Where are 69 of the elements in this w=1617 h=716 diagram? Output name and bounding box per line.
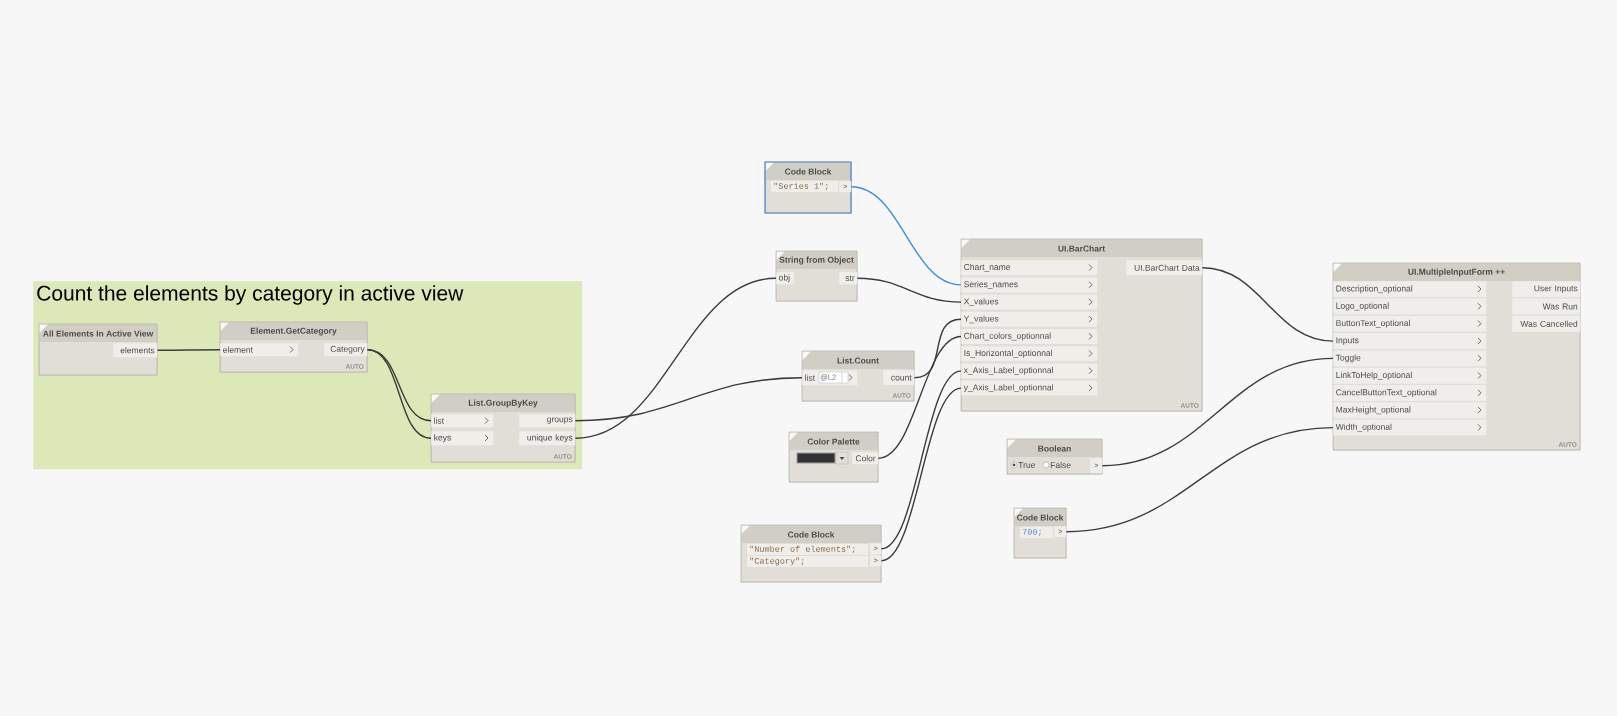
node-label: User Inputs [1534, 285, 1578, 294]
node-title: Boolean [1038, 445, 1071, 452]
wire [574, 377, 803, 422]
wire [880, 370, 962, 550]
input-port: list [431, 414, 494, 428]
wire [880, 387, 962, 562]
input-port: Chart_name [961, 260, 1098, 276]
node-title: Code Block [1017, 514, 1064, 521]
node-title: Color Palette [807, 438, 860, 445]
node-label: Logo_optional [1336, 302, 1389, 311]
input-port: Series_names [961, 277, 1098, 293]
input-port: Is_Horizontal_optionnal [961, 346, 1098, 362]
node-label: Description_optional [1336, 285, 1413, 294]
output-port: UI.BarChart Data [1126, 260, 1203, 276]
output-port: User Inputs [1512, 281, 1581, 298]
output-port: elements [113, 343, 158, 358]
output-port: count [883, 370, 915, 386]
input-port: CancelButtonText_optional [1333, 385, 1487, 401]
wire [366, 349, 432, 439]
node-label: Was Run [1542, 303, 1578, 310]
output-port: unique keys [519, 431, 576, 446]
node-label: Chart_colors_optionnal [964, 332, 1051, 341]
input-port: Chart_colors_optionnal [961, 329, 1098, 344]
radio-label: True [1018, 462, 1035, 468]
node-label: Y_values [963, 315, 999, 324]
wire [856, 277, 962, 303]
node-title: UI.MultipleInputForm ++ [1408, 268, 1505, 277]
input-port: obj [776, 272, 795, 285]
node-title: All Elements In Active View [43, 330, 154, 337]
radio-label: False [1050, 461, 1071, 469]
wire [913, 318, 962, 379]
node-title: Code Block [788, 531, 835, 538]
node-label: y_Axis_Label_optionnal [963, 384, 1053, 393]
node-label: LinkToHelp_optional [1336, 371, 1412, 380]
node-title: Code Block [785, 168, 832, 175]
node-label: MaxHeight_optional [1336, 406, 1411, 415]
input-port: Inputs [1333, 333, 1487, 350]
input-port: Toggle [1333, 350, 1487, 367]
wire [574, 277, 777, 439]
node-title: UI.BarChart [1058, 245, 1105, 252]
wire [850, 186, 962, 286]
input-port: MaxHeight_optional [1333, 402, 1487, 419]
node-title: List.GroupByKey [468, 399, 538, 408]
node-label: Was Cancelled [1520, 320, 1578, 327]
input-port: keys [431, 431, 494, 446]
output-port: groups [519, 414, 576, 428]
wire [156, 349, 221, 351]
node-label: CancelButtonText_optional [1336, 389, 1437, 397]
input-port: Description_optional [1333, 281, 1487, 298]
output-port: str [839, 272, 858, 285]
input-port: element [220, 343, 299, 357]
node-label: Is_Horizontal_optionnal [964, 349, 1052, 358]
node-label: Inputs [1336, 337, 1359, 345]
node-label: Toggle [1335, 354, 1361, 363]
node-label: x_Axis_Label_optionnal [963, 366, 1053, 375]
wire [877, 335, 962, 459]
node-label: Series_names [964, 280, 1018, 289]
node-label: Chart_name [964, 263, 1011, 272]
node-title: String from Object [779, 256, 854, 265]
node-label: ButtonText_optional [1336, 319, 1410, 328]
wire [1065, 426, 1334, 533]
output-port: Category [324, 343, 368, 357]
input-port: x_Axis_Label_optionnal [961, 363, 1098, 379]
node-label: Width_optional [1335, 423, 1392, 432]
node-title: List.Count [837, 357, 879, 364]
wire [1201, 267, 1334, 342]
node-title: Element.GetCategory [250, 327, 337, 336]
output-port: Color [852, 452, 879, 465]
node-label: X_values [963, 298, 999, 307]
